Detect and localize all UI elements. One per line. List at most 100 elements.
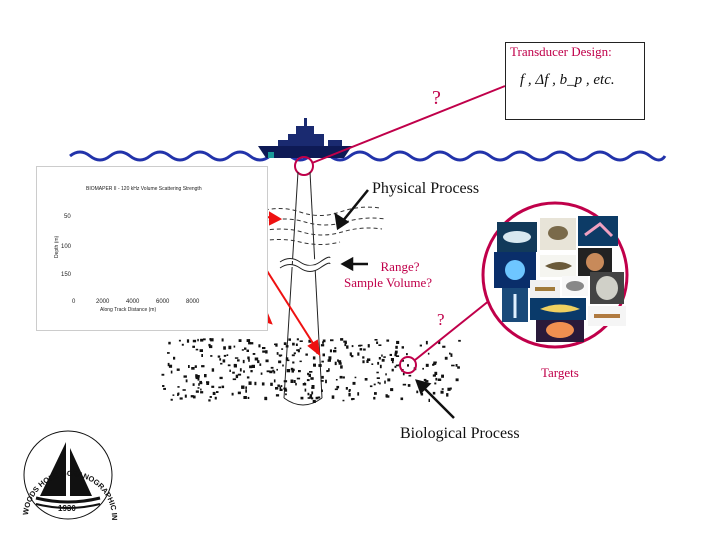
scatterer (311, 391, 313, 394)
scatterer (247, 357, 249, 360)
scatterer (224, 355, 226, 357)
scatterer (349, 389, 351, 391)
scatterer (387, 378, 390, 381)
scatterer (424, 379, 427, 381)
upper-layer-label: Upper Layer (82, 210, 110, 216)
scatterer (204, 374, 207, 377)
scatterer (248, 397, 250, 399)
scatterer (353, 382, 356, 385)
echogram-xlabel: Along Track Distance (m) (100, 307, 156, 313)
scatterer (182, 344, 184, 346)
scatterer (318, 364, 321, 367)
scatterer (451, 365, 455, 367)
scatterer (286, 357, 289, 360)
ytick: 150 (61, 272, 71, 278)
scatterer (305, 389, 307, 392)
scatterer (244, 348, 246, 350)
scatterer (292, 354, 295, 356)
scatterer (208, 399, 210, 401)
scatterer (180, 397, 183, 399)
target-link-line (415, 300, 490, 360)
scatterer (243, 396, 247, 399)
sample-volume-label: Sample Volume? (344, 275, 432, 291)
scatterer (311, 387, 314, 389)
scatterer (445, 357, 448, 360)
scatterer (408, 384, 411, 387)
scatterer (434, 383, 436, 385)
scatterer (346, 387, 348, 390)
scatterer (301, 397, 304, 400)
scatterer (228, 346, 231, 350)
ytick: 50 (64, 214, 71, 220)
scatterer (395, 346, 398, 349)
scatterer (365, 378, 368, 381)
scatterer (420, 345, 422, 347)
scatterer (371, 363, 373, 365)
scatterer (168, 342, 170, 345)
scatterer (279, 355, 283, 357)
scatterer (321, 390, 323, 393)
scatterer (391, 358, 394, 361)
scatterer (276, 369, 278, 371)
scatterer (245, 386, 247, 389)
scatterer (193, 340, 196, 343)
scatterer (253, 353, 256, 355)
ytick: 100 (61, 244, 71, 250)
scatterer (240, 368, 242, 371)
scatterer (343, 376, 345, 378)
scatterer (201, 365, 204, 367)
scatterer (281, 348, 283, 350)
scatterer (238, 374, 241, 376)
scatterer (233, 378, 236, 380)
scatterer (309, 374, 312, 377)
whoi-logo-text: WOODS HOLE OCEANOGRAPHIC INSTITUTION (0, 420, 140, 540)
scatterer (269, 371, 272, 374)
scatterer (300, 340, 303, 342)
scatterer (198, 375, 200, 378)
scatterer (254, 382, 256, 385)
scatterer (370, 385, 373, 387)
scatterer (351, 398, 354, 400)
scatterer (195, 365, 197, 368)
scatterer (357, 392, 359, 395)
scatterer (216, 391, 219, 393)
scatterer (210, 338, 214, 341)
scatterer (292, 371, 295, 373)
scatterer (326, 370, 328, 372)
scatterer (248, 359, 250, 362)
scatterer (200, 389, 202, 391)
scatterer (321, 344, 324, 346)
scatterer (386, 394, 388, 397)
scatterer (171, 399, 173, 401)
scatterer (223, 359, 226, 362)
scatterer (206, 381, 209, 383)
scatterer (274, 344, 276, 346)
scatterer (229, 370, 231, 372)
scatterer (173, 357, 175, 360)
scatterer (449, 353, 451, 355)
scatterer (401, 398, 404, 401)
xtick: 2000 (96, 299, 109, 305)
targets-label: Targets (541, 365, 579, 381)
scatterer (407, 364, 409, 366)
scatterer (359, 345, 362, 347)
scatterer (340, 365, 343, 368)
scatterer (297, 338, 299, 340)
scatterer (210, 355, 212, 357)
scatterer (379, 382, 381, 384)
scatterer (383, 356, 386, 358)
scatterer (426, 341, 428, 345)
scatterer (210, 396, 212, 398)
scatterer (334, 347, 336, 349)
scatterer (395, 352, 398, 354)
scatterer (255, 358, 259, 361)
scatterer (218, 387, 221, 389)
scatterer (339, 362, 342, 365)
scatterer (374, 392, 377, 395)
scatterer (321, 380, 324, 382)
scatterer (196, 349, 199, 351)
biological-process-label: Biological Process (400, 425, 520, 443)
scatterer (374, 384, 376, 386)
scatterer (298, 370, 301, 372)
scatterer (211, 386, 214, 388)
